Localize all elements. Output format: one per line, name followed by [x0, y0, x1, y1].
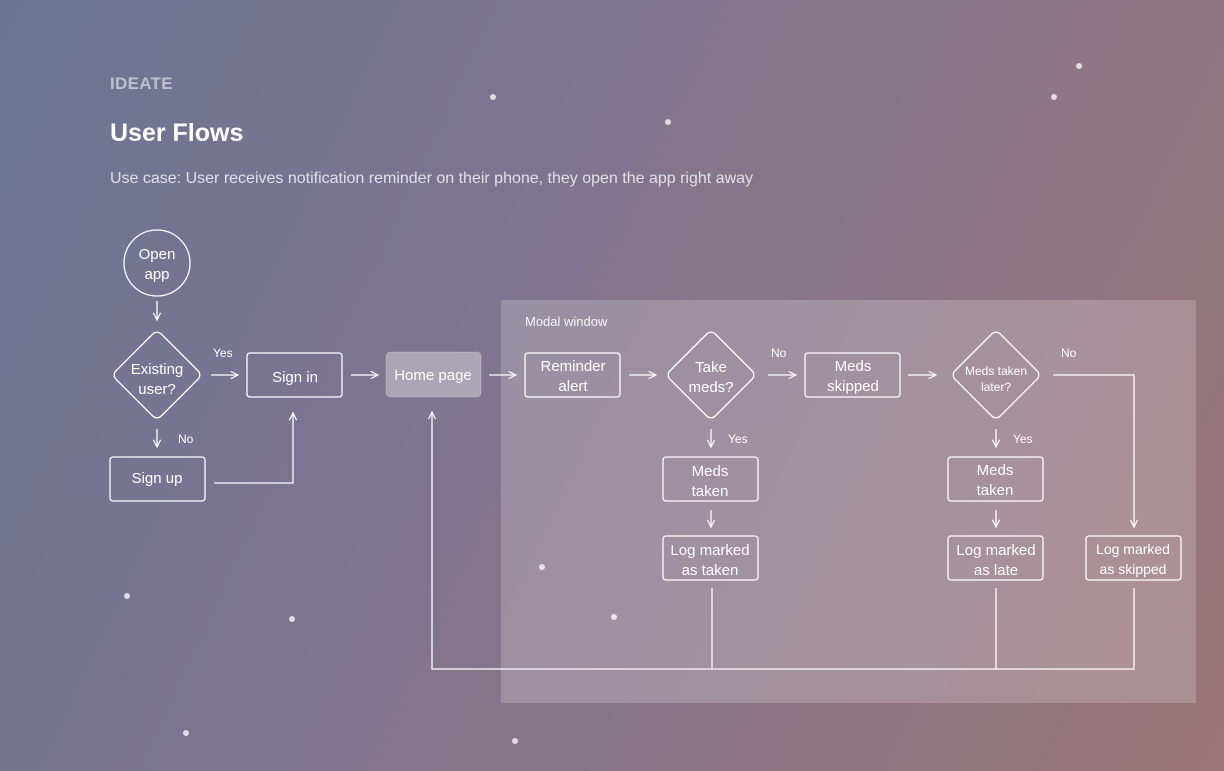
modal-window-label: Modal window: [525, 314, 608, 329]
decorative-dot: [124, 593, 130, 599]
node-sign-up: Sign up: [109, 456, 206, 502]
label-existing-no: No: [178, 432, 194, 446]
decorative-dot: [665, 119, 671, 125]
node-line: skipped: [827, 378, 879, 395]
node-line: taken: [692, 483, 729, 500]
label-take-yes: Yes: [728, 432, 748, 446]
section-eyebrow: IDEATE: [110, 74, 173, 93]
node-line: Meds: [977, 462, 1014, 479]
decorative-dot: [1051, 94, 1057, 100]
node-line: Meds: [835, 358, 872, 375]
node-line: Sign in: [272, 369, 318, 386]
decorative-dot: [611, 614, 617, 620]
node-line: later?: [981, 380, 1011, 394]
node-line: Meds: [692, 463, 729, 480]
connectors: [157, 301, 1135, 670]
label-existing-yes: Yes: [213, 346, 233, 360]
decorative-dot: [490, 94, 496, 100]
label-later-yes: Yes: [1013, 432, 1033, 446]
node-line: app: [144, 266, 169, 283]
node-line: Meds taken: [965, 364, 1027, 378]
node-line: as taken: [682, 562, 739, 579]
node-take-meds: Take meds?: [667, 331, 755, 419]
edge-log-skipped-return-to-home: [432, 412, 1135, 670]
node-line: Home page: [394, 367, 472, 384]
edge-signup-to-signin: [214, 413, 293, 484]
use-case-description: Use case: User receives notification rem…: [110, 170, 754, 187]
node-home-page: Home page: [385, 351, 482, 398]
node-log-marked-as-late: Log marked as late: [947, 535, 1044, 581]
node-line: meds?: [688, 379, 733, 396]
node-line: user?: [138, 381, 176, 398]
decorative-dot: [512, 738, 518, 744]
node-line: Open: [139, 246, 176, 263]
node-sign-in: Sign in: [246, 352, 343, 398]
node-line: as late: [974, 562, 1018, 579]
decorative-dot: [1076, 63, 1082, 69]
node-open-app: Open app: [123, 229, 191, 297]
node-line: Existing: [131, 361, 184, 378]
node-line: Log marked: [956, 542, 1035, 559]
label-later-no: No: [1061, 346, 1077, 360]
decorative-dot: [539, 564, 545, 570]
decorative-dot: [289, 616, 295, 622]
node-line: alert: [558, 378, 588, 395]
node-meds-taken: Meds taken: [662, 456, 759, 502]
node-meds-taken-later: Meds taken later?: [952, 331, 1040, 419]
edge-later-to-log-skipped: [1053, 374, 1134, 527]
node-line: Reminder: [540, 358, 605, 375]
node-line: taken: [977, 482, 1014, 499]
node-log-marked-as-skipped: Log marked as skipped: [1085, 535, 1182, 581]
node-line: Sign up: [132, 470, 183, 487]
node-meds-taken-later-branch: Meds taken: [947, 456, 1044, 502]
modal-window-region: [501, 300, 1196, 703]
node-line: as skipped: [1100, 561, 1167, 577]
node-reminder-alert: Reminder alert: [524, 352, 621, 398]
node-line: Take: [695, 359, 727, 376]
node-line: Log marked: [670, 542, 749, 559]
node-meds-skipped: Meds skipped: [804, 352, 901, 398]
label-take-no: No: [771, 346, 787, 360]
node-log-marked-as-taken: Log marked as taken: [662, 535, 759, 581]
node-line: Log marked: [1096, 541, 1170, 557]
page-title: User Flows: [110, 119, 244, 147]
decorative-dot: [183, 730, 189, 736]
node-existing-user: Existing user?: [113, 331, 201, 419]
